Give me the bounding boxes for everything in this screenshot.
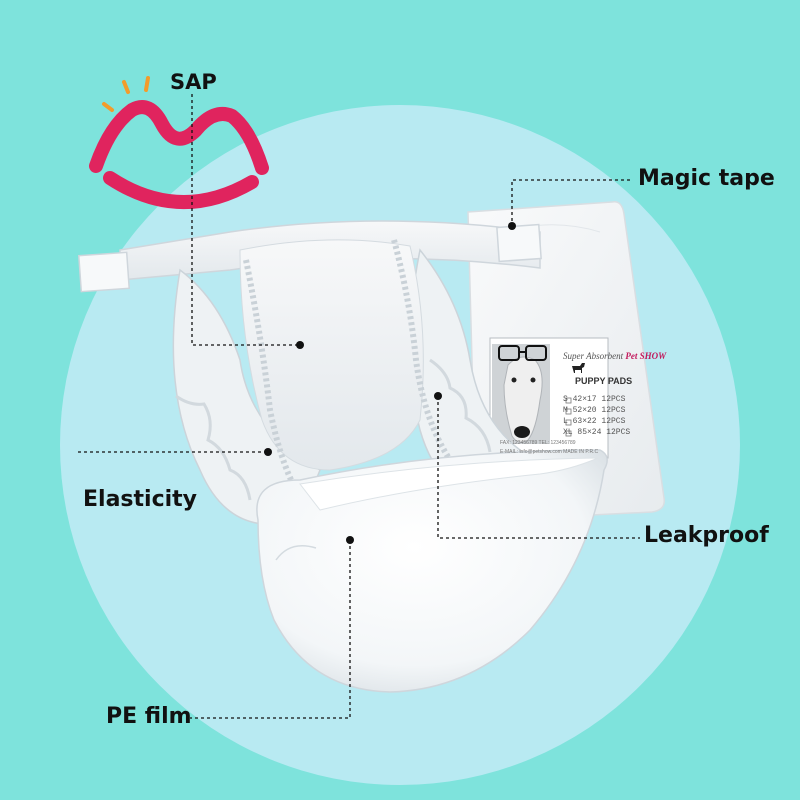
left-tape [78, 251, 130, 293]
package-bag [467, 201, 665, 521]
glasses-icon [498, 345, 547, 361]
size-row: L 63×22 12PCS [563, 417, 626, 426]
dog-silhouette-icon [572, 363, 585, 373]
sap-wave-icon [89, 76, 269, 210]
size-row: XL 85×24 12PCS [563, 428, 631, 437]
package-product-name: PUPPY PADS [575, 376, 633, 386]
sap-label: SAP [170, 70, 217, 94]
package-fine-print: FAX: 123456789 TEL: 123456789 [500, 440, 576, 446]
elastic-gathers-left [243, 259, 299, 492]
package-size-list: S 42×17 12PCS M 52×20 12PCS L 63×22 12PC… [563, 396, 630, 440]
diaper [78, 220, 608, 693]
elastic-gathers-right [391, 239, 453, 462]
magic-tape [496, 223, 542, 263]
magic-tape-label: Magic tape [638, 166, 775, 191]
size-row: S 42×17 12PCS [563, 395, 626, 404]
leakproof-leader [437, 396, 640, 539]
diaper-front-shell [256, 449, 608, 693]
pe-film-label: PE film [106, 704, 192, 729]
leakproof-label: Leakproof [644, 523, 769, 548]
size-row: M 52×20 12PCS [563, 406, 626, 415]
package-brand: Super Absorbent Pet SHOW [563, 352, 666, 361]
elasticity-label: Elasticity [83, 487, 198, 512]
package-brand-name: Pet SHOW [625, 351, 667, 361]
leader-dots [264, 222, 516, 544]
pe-film-leader [190, 540, 351, 719]
leader-lines [78, 94, 640, 719]
package-fine-print: E-MAIL: info@petshow.com MADE IN P.R.C [500, 449, 599, 455]
spark-icon [102, 76, 150, 112]
package-brand-prefix: Super Absorbent [563, 351, 624, 361]
